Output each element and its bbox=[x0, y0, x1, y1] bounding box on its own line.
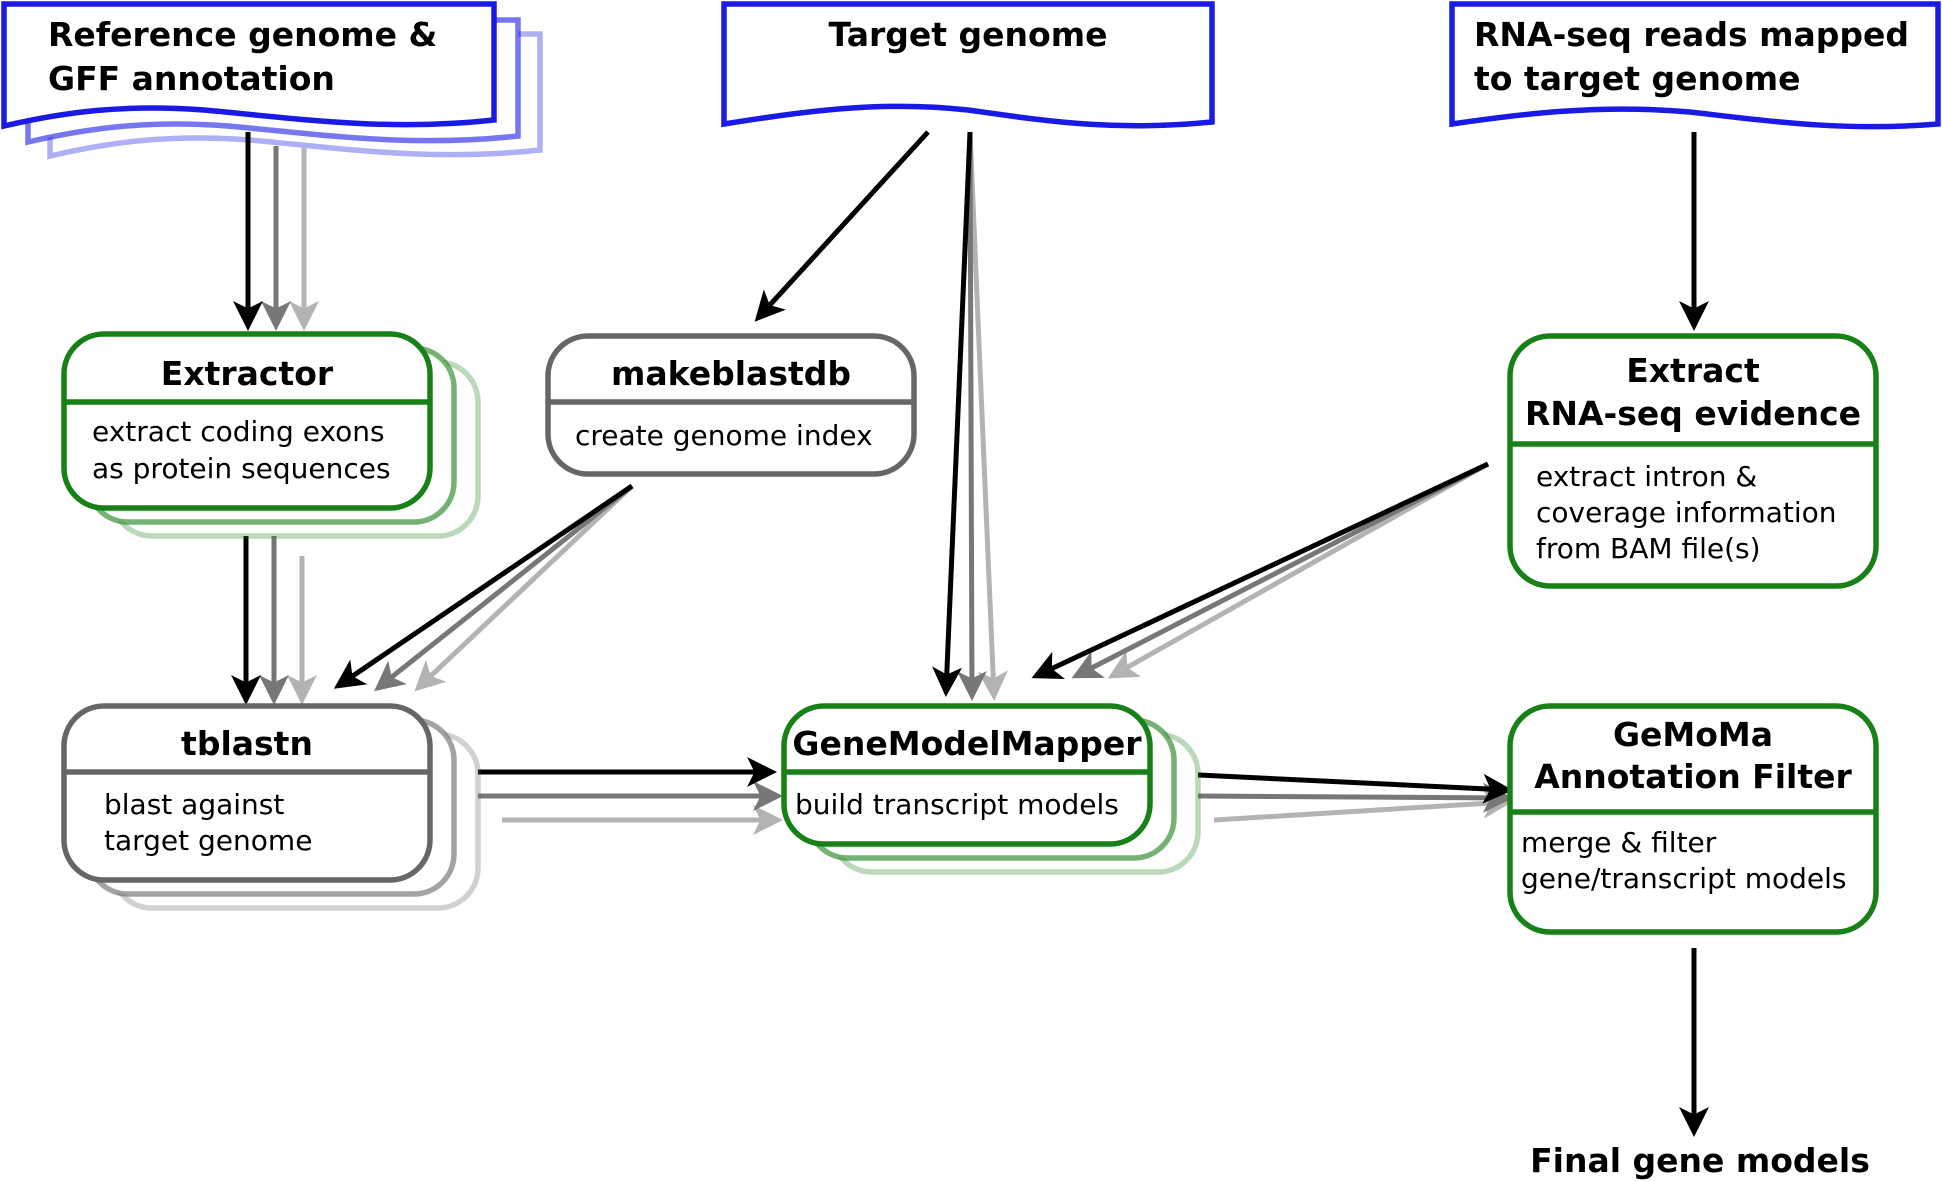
extract-rnaseq-process: Extract RNA-seq evidence extract intron … bbox=[1507, 333, 1879, 589]
arrow-gmm-filter-3 bbox=[1213, 788, 1513, 823]
arrow-rnaseq-gmm-2 bbox=[1071, 461, 1490, 679]
tblastn-desc-2: target genome bbox=[104, 824, 312, 857]
rnaseq-reads-input: RNA-seq reads mapped to target genome bbox=[1449, 1, 1941, 130]
makeblastdb-process: makeblastdb create genome index bbox=[545, 333, 917, 477]
filter-title-1: GeMoMa bbox=[1613, 715, 1773, 754]
arrow-gmm-filter-1 bbox=[1177, 771, 1513, 804]
rnaseq-line-2: to target genome bbox=[1474, 59, 1800, 98]
arrow-target-gmm-3 bbox=[967, 131, 1008, 701]
arrows bbox=[231, 130, 1709, 1137]
tblastn-title: tblastn bbox=[181, 724, 313, 763]
target-genome-label: Target genome bbox=[828, 15, 1107, 54]
filter-desc-2: gene/transcript models bbox=[1521, 862, 1847, 895]
extractor-process: Extractor extract coding exons as protei… bbox=[61, 331, 481, 539]
extract-rnaseq-desc-1: extract intron & bbox=[1536, 460, 1757, 493]
arrow-makeblastdb-tblastn-2 bbox=[374, 484, 634, 692]
tblastn-process: tblastn blast against target genome bbox=[61, 703, 481, 911]
extract-rnaseq-desc-2: coverage information bbox=[1536, 496, 1837, 529]
reference-line-1: Reference genome & bbox=[48, 15, 437, 54]
target-genome-input: Target genome bbox=[721, 1, 1215, 129]
makeblastdb-desc-1: create genome index bbox=[575, 419, 873, 452]
tblastn-desc-1: blast against bbox=[104, 788, 284, 821]
filter-title-2: Annotation Filter bbox=[1534, 757, 1852, 796]
arrow-rnaseq-gmm-1 bbox=[1031, 461, 1490, 679]
extract-rnaseq-title-2: RNA-seq evidence bbox=[1525, 394, 1861, 433]
extract-rnaseq-title-1: Extract bbox=[1626, 351, 1760, 390]
filter-desc-1: merge & filter bbox=[1521, 826, 1717, 859]
arrow-makeblastdb-tblastn-3 bbox=[414, 484, 634, 692]
arrow-gmm-filter-2 bbox=[1197, 782, 1513, 813]
arrow-target-gmm-1 bbox=[932, 131, 973, 697]
genemodelmapper-process: GeneModelMapper build transcript models bbox=[781, 703, 1201, 875]
final-gene-models-label: Final gene models bbox=[1530, 1141, 1870, 1180]
arrow-makeblastdb-tblastn-1 bbox=[333, 483, 634, 689]
arrow-rnaseq-gmm-3 bbox=[1107, 461, 1490, 679]
genemodelmapper-desc-1: build transcript models bbox=[795, 788, 1119, 821]
annotation-filter-process: GeMoMa Annotation Filter merge & filter … bbox=[1507, 703, 1879, 935]
extractor-desc-1: extract coding exons bbox=[92, 415, 385, 448]
rnaseq-line-1: RNA-seq reads mapped bbox=[1474, 15, 1909, 54]
genemodelmapper-title: GeneModelMapper bbox=[792, 724, 1142, 763]
extractor-title: Extractor bbox=[161, 354, 334, 393]
reference-genome-input: Reference genome & GFF annotation bbox=[1, 1, 543, 160]
makeblastdb-title: makeblastdb bbox=[611, 354, 851, 393]
reference-line-2: GFF annotation bbox=[48, 59, 335, 98]
extract-rnaseq-desc-3: from BAM file(s) bbox=[1536, 532, 1761, 565]
arrow-target-gmm-2 bbox=[956, 131, 987, 701]
arrow-target-makeblastdb bbox=[754, 130, 930, 322]
extractor-desc-2: as protein sequences bbox=[92, 452, 391, 485]
